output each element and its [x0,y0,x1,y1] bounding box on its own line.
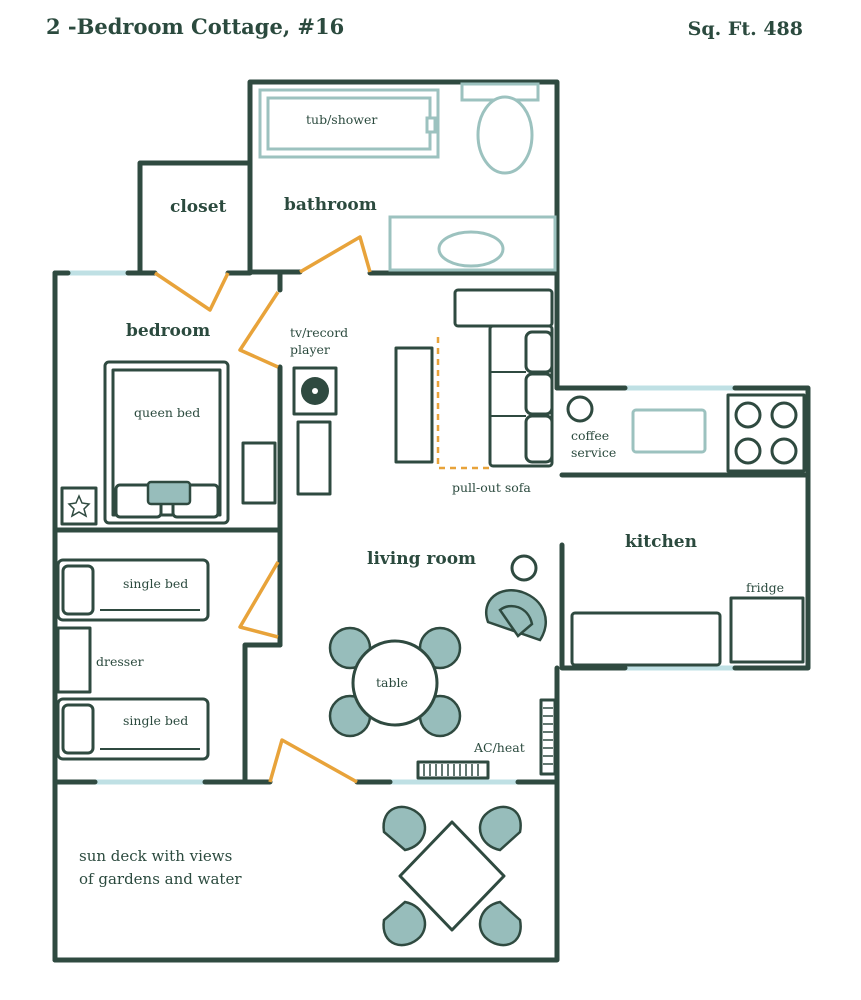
bathroom-label: bathroom [284,195,377,215]
single-bed-top-label: single bed [123,576,188,591]
dresser-label: dresser [96,654,144,669]
fridge-label: fridge [746,580,784,595]
square-footage: Sq. Ft. 488 [687,18,803,40]
sun-deck-label-line2: of gardens and water [79,870,242,888]
burner [734,401,762,429]
bathroom-door[interactable] [299,235,372,274]
heater-vents [543,707,553,765]
tub-shower-label: tub/shower [306,112,377,127]
coffee-service-label-line2: service [571,445,616,460]
sun-deck-label-line1: sun deck with views [79,847,232,865]
burner [770,437,798,465]
side-table [510,554,538,582]
sofa-cushion [524,372,554,416]
wall-heater [539,698,557,776]
toilet-bowl [476,95,534,175]
kitchen-label: kitchen [625,532,697,552]
page-title: 2 -Bedroom Cottage, #16 [46,14,345,39]
coffee-table [394,346,434,464]
armchair-seat [498,604,534,638]
sofa-back [453,288,554,328]
pull-out-outline [436,337,490,470]
deck-door[interactable] [268,738,358,784]
ac-vents [423,764,479,776]
bedroom-door[interactable] [238,291,280,369]
coffee-maker [566,395,594,423]
closet-door[interactable] [154,271,230,312]
kitchen-walls [554,385,811,671]
table-label: table [376,675,408,690]
pull-out-sofa-label: pull-out sofa [452,480,531,495]
bedroom-dresser [241,441,277,505]
living-room-label: living room [367,549,476,569]
bathroom-walls [247,79,560,275]
tv-stand [296,420,332,496]
sofa-cushion [524,414,554,464]
deck-chair [382,805,427,852]
single-bed-bottom-label: single bed [123,713,188,728]
tub-drain [425,116,437,134]
plant-icon [67,494,91,518]
deck-chair [478,900,522,947]
nightstand [60,486,98,526]
single-bed-bottom [56,697,210,761]
closet-label: closet [170,197,227,217]
record-spindle [312,388,318,394]
kitchen-sink [631,408,707,454]
tub-inner [266,96,432,151]
queen-bed-label: queen bed [134,405,200,420]
pillow [61,564,95,616]
sink [437,230,505,268]
deck-table [398,820,506,932]
deck-chair [478,805,522,852]
deck-chair [382,900,427,947]
coffee-service-label-line1: coffee [571,428,609,443]
closet-walls [137,160,253,275]
deck-walls [52,779,560,963]
bedroom-label: bedroom [126,321,210,341]
bed-blanket [146,480,192,506]
burner [770,401,798,429]
dining-table [351,639,439,727]
kitchen-counter [570,611,722,667]
pillow [61,703,95,755]
bunk-room-door[interactable] [238,561,280,639]
sofa-cushion [524,330,554,374]
tv-label-line1: tv/record [290,325,348,340]
fridge [729,596,805,664]
bunk-room-right-wall [242,642,283,785]
dresser [56,626,92,694]
burner [734,437,762,465]
tv-label-line2: player [290,342,330,357]
ac-heat-label: AC/heat [473,740,525,755]
single-bed-top [56,558,210,622]
